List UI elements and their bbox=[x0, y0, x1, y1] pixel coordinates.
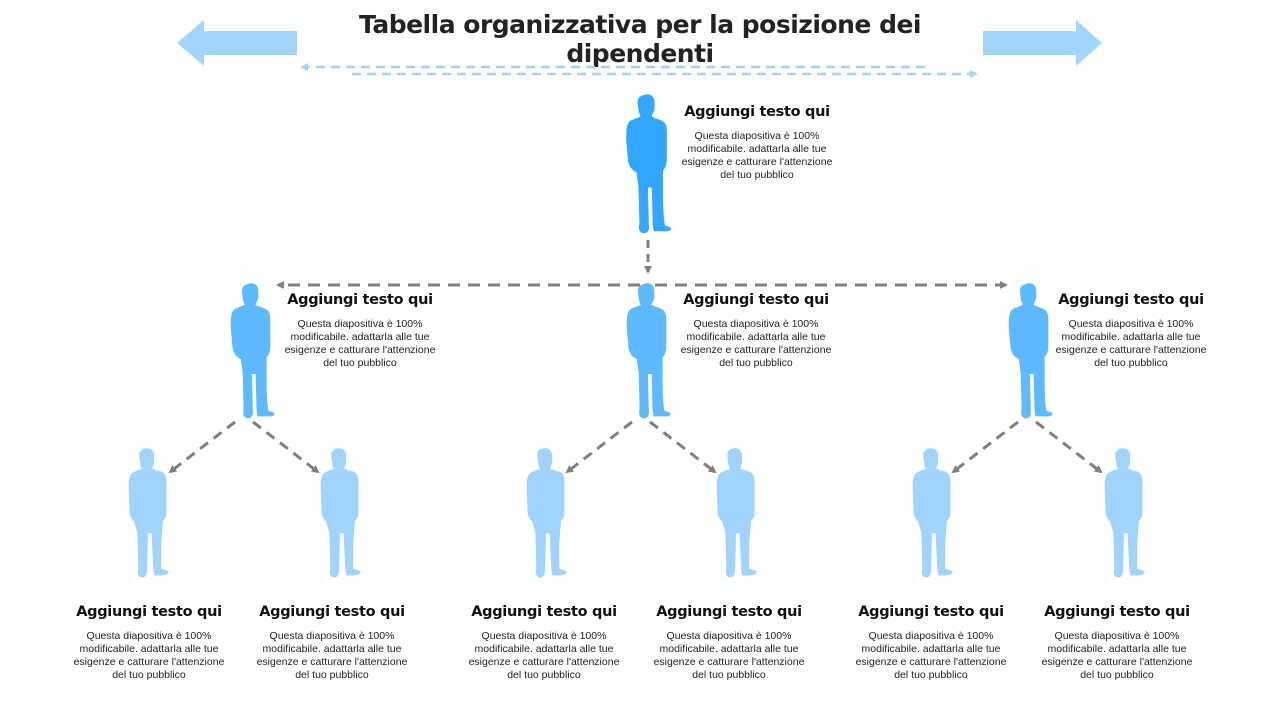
node-mid-2-caption: Aggiungi testo qui Questa diapositiva è … bbox=[676, 291, 836, 370]
person-icon-bottom-3 bbox=[526, 448, 567, 578]
node-description: Questa diapositiva è 100% modificabile. … bbox=[1041, 630, 1193, 681]
person-icon-ceo bbox=[626, 94, 672, 234]
node-mid-1-caption: Aggiungi testo qui Questa diapositiva è … bbox=[280, 291, 440, 370]
node-mid-3-caption: Aggiungi testo qui Questa diapositiva è … bbox=[1051, 291, 1211, 370]
node-bottom-6-caption: Aggiungi testo qui Questa diapositiva è … bbox=[1037, 603, 1197, 682]
node-description: Questa diapositiva è 100% modificabile. … bbox=[680, 318, 832, 369]
node-description: Questa diapositiva è 100% modificabile. … bbox=[468, 630, 620, 681]
node-heading: Aggiungi testo qui bbox=[471, 604, 617, 620]
node-description: Questa diapositiva è 100% modificabile. … bbox=[855, 630, 1007, 681]
person-icon-mid-3 bbox=[1008, 283, 1053, 419]
person-icon-bottom-1 bbox=[128, 448, 169, 578]
node-ceo-caption: Aggiungi testo qui Questa diapositiva è … bbox=[677, 103, 837, 182]
header-dashed-arrows bbox=[300, 63, 978, 78]
arrow-left-icon bbox=[177, 20, 297, 66]
person-icon-bottom-5 bbox=[912, 448, 953, 578]
node-description: Questa diapositiva è 100% modificabile. … bbox=[284, 318, 436, 369]
node-description: Questa diapositiva è 100% modificabile. … bbox=[681, 130, 833, 181]
person-icon-bottom-6 bbox=[1104, 448, 1145, 578]
node-heading: Aggiungi testo qui bbox=[1044, 604, 1190, 620]
slide-title: Tabella organizzativa per la posizione d… bbox=[359, 10, 921, 68]
node-description: Questa diapositiva è 100% modificabile. … bbox=[653, 630, 805, 681]
node-description: Questa diapositiva è 100% modificabile. … bbox=[1055, 318, 1207, 369]
node-description: Questa diapositiva è 100% modificabile. … bbox=[73, 630, 225, 681]
node-heading: Aggiungi testo qui bbox=[76, 604, 222, 620]
node-heading: Aggiungi testo qui bbox=[259, 604, 405, 620]
node-description: Questa diapositiva è 100% modificabile. … bbox=[256, 630, 408, 681]
node-bottom-2-caption: Aggiungi testo qui Questa diapositiva è … bbox=[252, 603, 412, 682]
node-heading: Aggiungi testo qui bbox=[683, 292, 829, 308]
node-heading: Aggiungi testo qui bbox=[858, 604, 1004, 620]
node-bottom-1-caption: Aggiungi testo qui Questa diapositiva è … bbox=[69, 603, 229, 682]
node-bottom-5-caption: Aggiungi testo qui Questa diapositiva è … bbox=[851, 603, 1011, 682]
person-icon-bottom-2 bbox=[320, 448, 361, 578]
person-icon-mid-1 bbox=[230, 283, 275, 419]
arrow-right-icon bbox=[983, 20, 1102, 66]
person-icon-mid-2 bbox=[626, 283, 671, 419]
connectors-diagonal bbox=[168, 420, 1103, 474]
node-bottom-3-caption: Aggiungi testo qui Questa diapositiva è … bbox=[464, 603, 624, 682]
node-heading: Aggiungi testo qui bbox=[1058, 292, 1204, 308]
node-heading: Aggiungi testo qui bbox=[287, 292, 433, 308]
node-bottom-4-caption: Aggiungi testo qui Questa diapositiva è … bbox=[649, 603, 809, 682]
node-heading: Aggiungi testo qui bbox=[656, 604, 802, 620]
person-icon-bottom-4 bbox=[716, 448, 757, 578]
node-heading: Aggiungi testo qui bbox=[684, 104, 830, 120]
